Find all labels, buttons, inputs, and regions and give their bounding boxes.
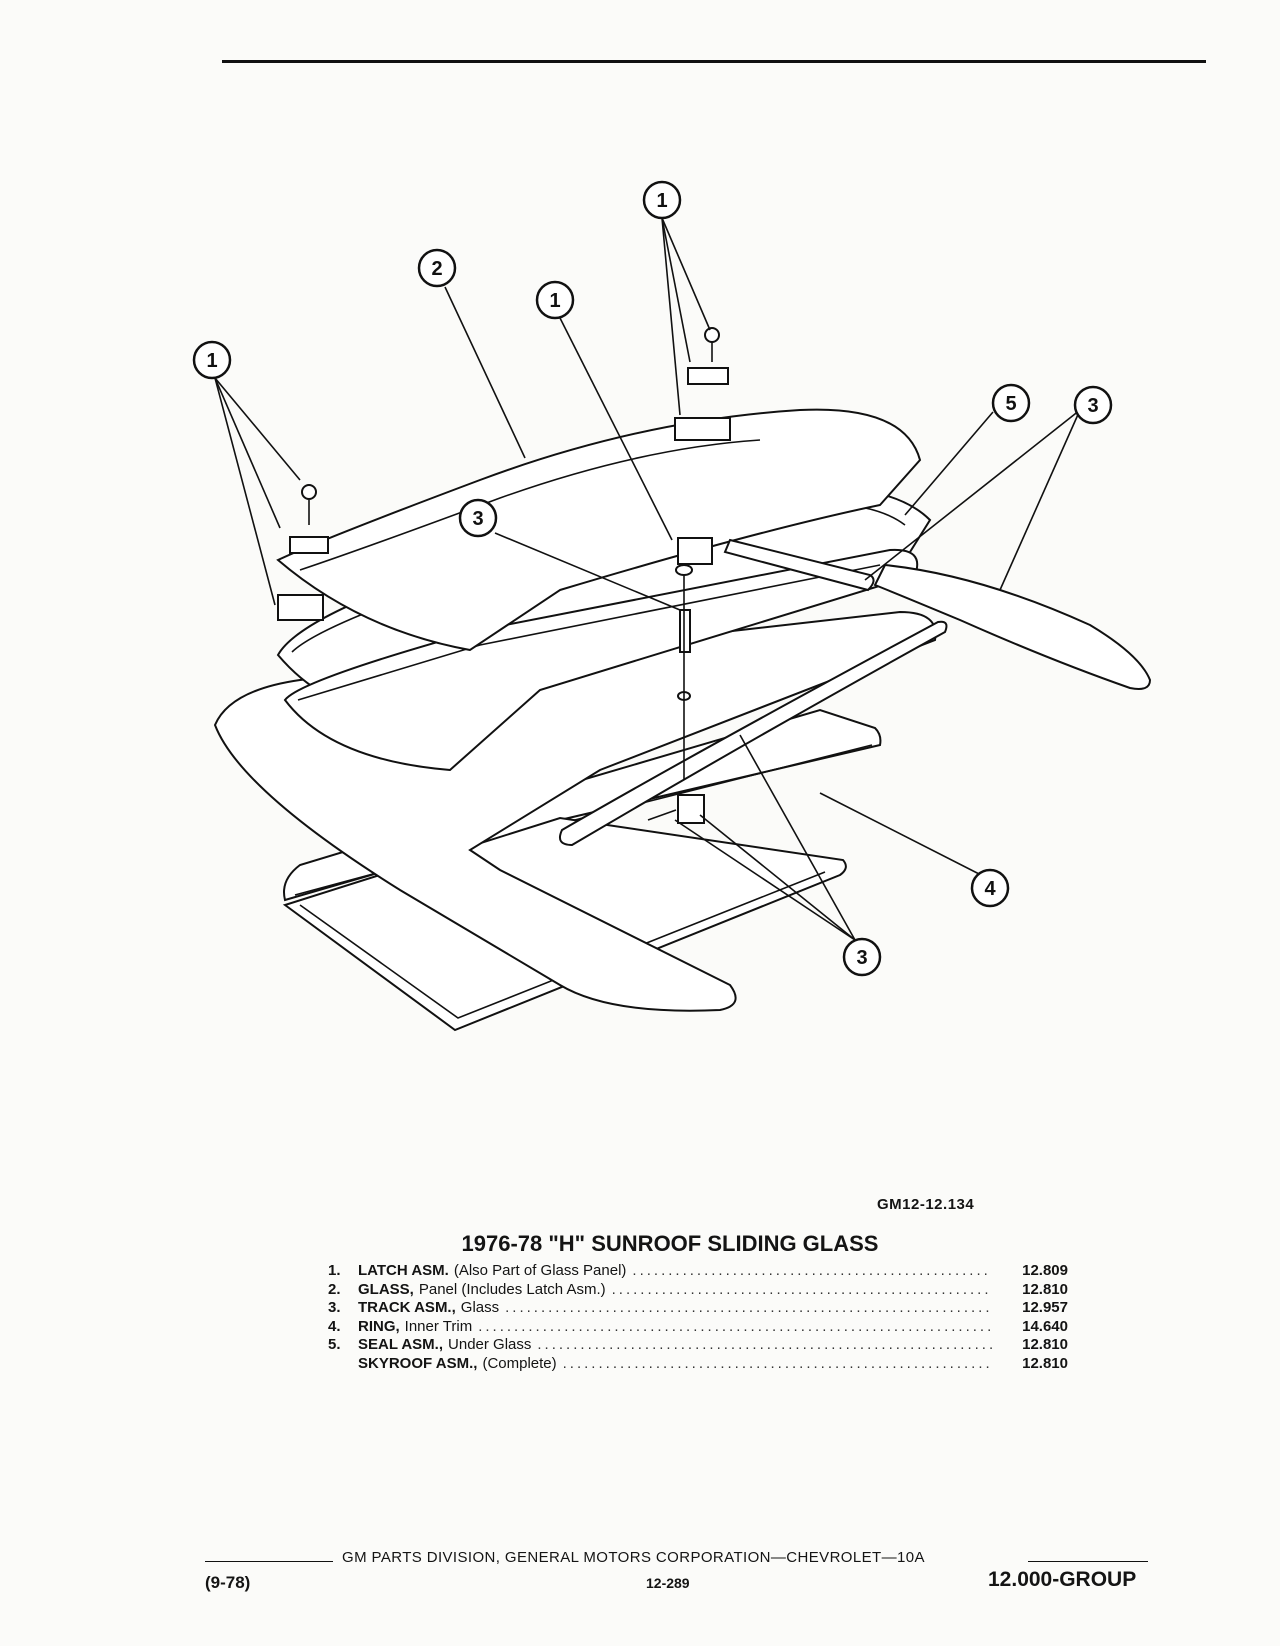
part-number: 3. [328,1299,341,1316]
part-number: 4. [328,1317,341,1335]
dot-leaders: ........................................… [632,1262,992,1279]
part-name: SEAL ASM., [358,1336,444,1353]
callout-label: 1 [656,190,667,212]
leader-lines [214,217,1081,941]
top-rule [222,60,1206,63]
latch-left [277,484,329,621]
part-value: 14.640 [1022,1317,1068,1335]
callout-label: 1 [549,290,560,312]
glass-track-lower [559,620,948,847]
callout-2: 2 [417,248,457,288]
exploded-view-diagram: 1 2 1 1 5 3 3 4 [192,180,1152,1032]
glass-track-right [873,563,1152,690]
footer-rule-left [205,1561,333,1562]
part-value: 12.810 [1022,1280,1068,1298]
parts-list: 1. LATCH ASM. (Also Part of Glass Panel)… [328,1262,1068,1373]
center-latch [647,537,713,824]
dot-leaders: ........................................… [537,1336,992,1353]
part-name: LATCH ASM. [358,1262,449,1279]
callout-label: 2 [431,258,442,280]
part-value: 12.810 [1022,1354,1068,1372]
callout-3-bottom: 3 [842,937,882,977]
callout-3-center: 3 [458,498,498,538]
callout-label: 5 [1005,393,1016,415]
glass-panel [276,408,922,652]
callout-label: 4 [984,878,996,900]
part-description: Inner Trim [404,1317,473,1335]
glass-frame [276,485,932,772]
part-description: Glass [460,1299,500,1316]
part-value: 12.957 [1022,1299,1068,1316]
part-description: Under Glass [448,1336,532,1353]
footer-rule-right [1028,1561,1148,1562]
parts-row: 5. SEAL ASM., Under Glass ..............… [328,1336,1068,1355]
footer-publisher: GM PARTS DIVISION, GENERAL MOTORS CORPOR… [342,1549,925,1566]
part-name: RING, [358,1317,400,1335]
part-description: (Complete) [482,1354,557,1372]
parts-row: 2. GLASS, Panel (Includes Latch Asm.) ..… [328,1281,1068,1300]
footer-date: (9-78) [205,1573,251,1592]
callout-label: 1 [206,350,217,372]
parts-row: 3. TRACK ASM., Glass ...................… [328,1299,1068,1318]
footer-group: 12.000-GROUP [988,1568,1137,1591]
part-name: TRACK ASM., [358,1299,456,1316]
part-number: 2. [328,1280,341,1298]
part-value: 12.809 [1022,1262,1068,1279]
dot-leaders: ........................................… [505,1299,992,1316]
callout-label: 3 [472,508,483,530]
callout-1-top-right: 1 [642,180,682,220]
parts-row: 4. RING, Inner Trim ....................… [328,1318,1068,1337]
footer-page-number: 12-289 [646,1575,690,1591]
callout-5: 5 [991,383,1031,423]
callout-1-center: 1 [535,280,575,320]
parts-row: 1. LATCH ASM. (Also Part of Glass Panel)… [328,1262,1068,1281]
part-description: (Also Part of Glass Panel) [453,1262,627,1279]
part-value: 12.810 [1022,1336,1068,1353]
callout-1-left: 1 [192,340,232,380]
part-name: GLASS, [358,1280,414,1298]
figure-title: 1976-78 "H" SUNROOF SLIDING GLASS [461,1231,879,1256]
dot-leaders: ........................................… [478,1317,992,1335]
part-number: 5. [328,1336,341,1353]
callout-label: 3 [856,947,867,969]
figure-code: GM12-12.134 [877,1196,975,1213]
part-description: Panel (Includes Latch Asm.) [418,1280,606,1298]
dot-leaders: ........................................… [562,1354,992,1372]
latch-right [674,327,731,441]
dot-leaders: ........................................… [611,1280,992,1298]
callout-3-right: 3 [1073,385,1113,425]
callout-4: 4 [970,868,1010,908]
parts-row: SKYROOF ASM., (Complete) ...............… [328,1355,1068,1374]
callout-label: 3 [1087,395,1098,417]
part-number: 1. [328,1262,341,1279]
part-name: SKYROOF ASM., [358,1354,478,1372]
